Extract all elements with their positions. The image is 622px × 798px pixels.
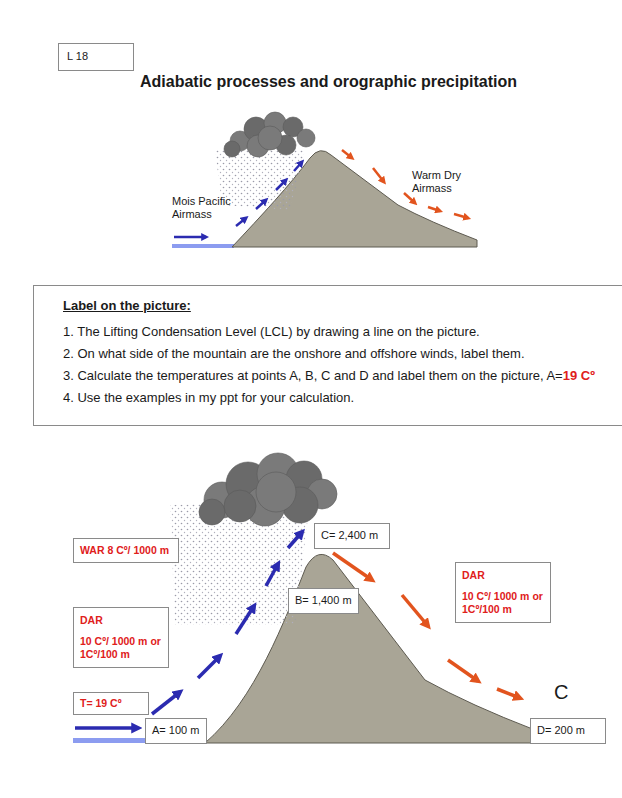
wind-arrow [75,726,138,730]
lesson-box: L 18 [58,43,134,71]
box-text: 4. Use the examples in my ppt for your c… [63,387,618,409]
box-text: 3. Calculate the temperatures at points … [63,368,563,383]
wind-arrow [236,218,246,226]
wind-arrow [198,656,220,678]
cloud [199,453,337,526]
box-heading: DAR [462,569,544,582]
point-box: C= 2,400 m [314,523,390,549]
airmass-label: Mois Pacific Airmass [172,195,246,221]
box-text: D= 200 m [537,724,585,738]
wind-arrow [266,564,278,586]
wind-arrow [342,150,352,158]
instruction-box: Label on the picture: 1. The Lifting Cond… [33,285,622,426]
wind-arrow [333,553,372,580]
cloud-puff [224,141,240,157]
cloud-puff [256,472,296,512]
box-text: 10 Cº/ 1000 m or 1Cº/100 m [462,590,544,616]
cloud-puff [199,499,225,525]
wind-arrow [236,606,254,634]
page-title: Adiabatic processes and orographic preci… [140,73,517,91]
box-heading: DAR [80,614,162,627]
rate-box: DAR 10 Cº/ 1000 m or 1Cº/100 m [455,562,551,623]
wind-arrow [256,200,266,209]
point-box: B= 1,400 m [288,588,359,614]
wind-arrow [404,193,415,203]
box-text: T= 19 Cº [80,697,121,710]
box-text: 19 Cº [563,368,595,383]
wind-arrow [152,692,180,714]
box-text: 2. On what side of the mountain are the … [63,343,618,365]
box-text: A= 100 m [152,724,199,738]
cloud-puff [258,126,282,150]
wind-arrow [294,162,302,171]
airmass-label: Warm Dry Airmass [412,169,482,195]
wind-arrow [174,236,206,239]
cloud-puff [297,129,315,147]
wind-arrow [454,214,468,218]
cloud [224,112,315,157]
temperature-box: T= 19 Cº [73,692,149,715]
box-text: B= 1,400 m [295,594,352,608]
box-heading: Label on the picture: [63,295,618,317]
point-box: D= 200 m [530,718,606,744]
box-text: C= 2,400 m [321,529,378,543]
wind-arrow [428,207,440,211]
wind-arrow [402,595,428,626]
point-box: A= 100 m [145,718,207,744]
box-text: 10 Cº/ 1000 m or 1Cº/100 m [80,635,162,661]
wind-arrow [276,180,286,190]
wind-arrow [448,660,478,681]
cloud-puff [224,490,256,522]
point-label: C [554,680,578,704]
box-text: WAR 8 Cº/ 1000 m [80,544,172,557]
rate-box: WAR 8 Cº/ 1000 m [73,538,179,563]
box-text: L 18 [67,50,88,64]
wind-arrow [497,689,520,698]
sea-strip [172,244,234,248]
wind-arrow [288,532,302,548]
rate-box: DAR 10 Cº/ 1000 m or 1Cº/100 m [73,607,169,668]
wind-arrow [373,168,384,182]
box-text: 1. The Lifting Condensation Level (LCL) … [63,321,618,343]
